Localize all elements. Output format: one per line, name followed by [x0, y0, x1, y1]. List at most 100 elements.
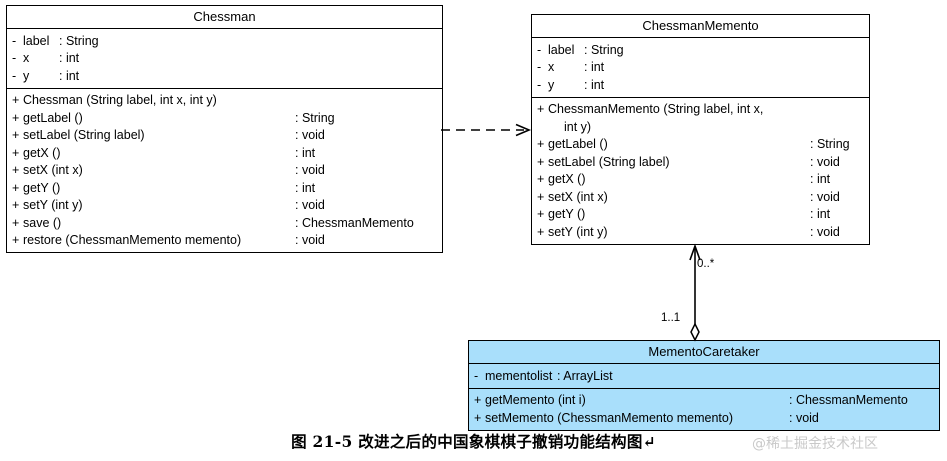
visibility-marker: + — [12, 198, 20, 212]
attributes-compartment-mementocaretaker: - mementolist : ArrayList — [469, 364, 939, 389]
operation-return-type: : void — [295, 128, 325, 142]
relation-aggregation-mementocaretaker-to-chessmanmemento[interactable] — [682, 243, 708, 343]
operation-signature: setX (int x) — [548, 189, 608, 204]
operation-return-type: : void — [810, 154, 840, 169]
attribute-name: mementolist — [485, 368, 553, 383]
visibility-marker: + — [12, 215, 20, 230]
operation-row: + setX (int x) : void — [7, 162, 442, 180]
operation-signature: getLabel () — [548, 137, 608, 151]
attribute-row: - x : int — [532, 59, 869, 77]
visibility-marker: - — [537, 60, 542, 74]
relation-dependency-chessman-to-chessmanmemento[interactable] — [440, 118, 540, 142]
operation-signature: ChessmanMemento (String label, int x, — [548, 102, 764, 116]
operation-row-continuation: int y) — [532, 118, 869, 136]
operation-signature: getX () — [548, 172, 586, 186]
visibility-marker: + — [537, 102, 545, 116]
visibility-marker: + — [474, 393, 482, 407]
operation-signature: getLabel () — [23, 110, 83, 125]
visibility-marker: + — [12, 93, 20, 107]
attribute-type: : String — [584, 42, 624, 57]
visibility-marker: - — [474, 368, 479, 383]
operation-signature-continuation: int y) — [564, 119, 592, 134]
operation-signature: restore (ChessmanMemento memento) — [23, 233, 242, 247]
visibility-marker: + — [537, 189, 545, 204]
figure-caption: 图 21-5 改进之后的中国象棋棋子撤销功能结构图↵ — [291, 432, 656, 451]
operation-return-type: : void — [295, 198, 325, 212]
visibility-marker: + — [12, 128, 20, 142]
uml-class-chessmanmemento[interactable]: ChessmanMemento - label : String - x : i… — [531, 14, 870, 245]
attribute-row: - x : int — [7, 50, 442, 68]
uml-class-mementocaretaker[interactable]: MementoCaretaker - mementolist : ArrayLi… — [468, 340, 940, 431]
visibility-marker: - — [12, 51, 17, 65]
attribute-type: : ArrayList — [557, 368, 613, 383]
operation-return-type: : ChessmanMemento — [789, 393, 908, 407]
operation-return-type: : void — [295, 163, 325, 177]
attribute-row: - label : String — [532, 41, 869, 59]
attribute-name: x — [23, 51, 30, 65]
operation-return-type: : ChessmanMemento — [295, 215, 414, 230]
operation-signature: setLabel (String label) — [548, 154, 670, 169]
operation-row: + setY (int y) : void — [7, 197, 442, 215]
attributes-compartment-chessman: - label : String - x : int - y : int — [7, 29, 442, 89]
visibility-marker: - — [537, 77, 542, 92]
operation-row: + setMemento (ChessmanMemento memento) :… — [469, 409, 939, 427]
attribute-row: - y : int — [7, 67, 442, 85]
attribute-name: y — [548, 77, 555, 92]
multiplicity-target: 0..* — [697, 258, 715, 270]
attribute-row: - label : String — [7, 32, 442, 50]
class-title-chessman: Chessman — [7, 6, 442, 29]
operation-signature: getY () — [548, 207, 586, 221]
uml-class-chessman[interactable]: Chessman - label : String - x : int - y … — [6, 5, 443, 253]
operation-row: + Chessman (String label, int x, int y) — [7, 92, 442, 110]
attribute-name: x — [548, 60, 555, 74]
operation-return-type: : int — [295, 180, 316, 195]
visibility-marker: - — [12, 33, 17, 48]
operation-signature: setMemento (ChessmanMemento memento) — [485, 410, 734, 425]
attribute-type: : String — [59, 33, 99, 48]
operation-return-type: : int — [810, 207, 831, 221]
operation-return-type: : int — [295, 145, 316, 160]
visibility-marker: + — [12, 145, 20, 160]
operation-row: + getX () : int — [532, 171, 869, 189]
aggregation-hollow-diamond — [690, 322, 700, 342]
class-title-chessmanmemento: ChessmanMemento — [532, 15, 869, 38]
operations-compartment-chessmanmemento: + ChessmanMemento (String label, int x, … — [532, 98, 869, 244]
dependency-open-arrowhead — [515, 123, 532, 137]
attribute-row: - mementolist : ArrayList — [469, 367, 939, 385]
operation-row: + setX (int x) : void — [532, 188, 869, 206]
visibility-marker: + — [474, 410, 482, 425]
visibility-marker: + — [537, 207, 545, 221]
operation-signature: getX () — [23, 145, 61, 160]
operation-row: + getLabel () : String — [532, 136, 869, 154]
operation-row: + getX () : int — [7, 144, 442, 162]
operation-signature: getMemento (int i) — [485, 393, 586, 407]
multiplicity-source: 1..1 — [661, 312, 681, 324]
attribute-type: : int — [59, 51, 80, 65]
operation-return-type: : void — [810, 189, 840, 204]
visibility-marker: + — [12, 163, 20, 177]
attribute-name: label — [23, 33, 50, 48]
operation-row: + setLabel (String label) : void — [532, 153, 869, 171]
visibility-marker: + — [537, 154, 545, 169]
attribute-type: : int — [584, 60, 605, 74]
operation-return-type: : int — [810, 172, 831, 186]
aggregation-open-arrowhead — [689, 243, 701, 261]
visibility-marker: + — [12, 180, 20, 195]
operation-return-type: : void — [810, 224, 840, 239]
visibility-marker: + — [12, 110, 20, 125]
operation-row: + restore (ChessmanMemento memento) : vo… — [7, 232, 442, 250]
operation-signature: save () — [23, 215, 62, 230]
visibility-marker: + — [12, 233, 20, 247]
class-title-mementocaretaker: MementoCaretaker — [469, 341, 939, 364]
operations-compartment-chessman: + Chessman (String label, int x, int y) … — [7, 89, 442, 253]
operation-signature: getY () — [23, 180, 61, 195]
operation-row: + ChessmanMemento (String label, int x, — [532, 101, 869, 119]
visibility-marker: + — [537, 172, 545, 186]
visibility-marker: - — [12, 68, 17, 83]
watermark-text: @稀土掘金技术社区 — [752, 436, 878, 452]
attribute-type: : int — [584, 77, 605, 92]
operation-row: + getLabel () : String — [7, 109, 442, 127]
operations-compartment-mementocaretaker: + getMemento (int i) : ChessmanMemento +… — [469, 389, 939, 430]
operation-signature: setY (int y) — [23, 198, 83, 212]
